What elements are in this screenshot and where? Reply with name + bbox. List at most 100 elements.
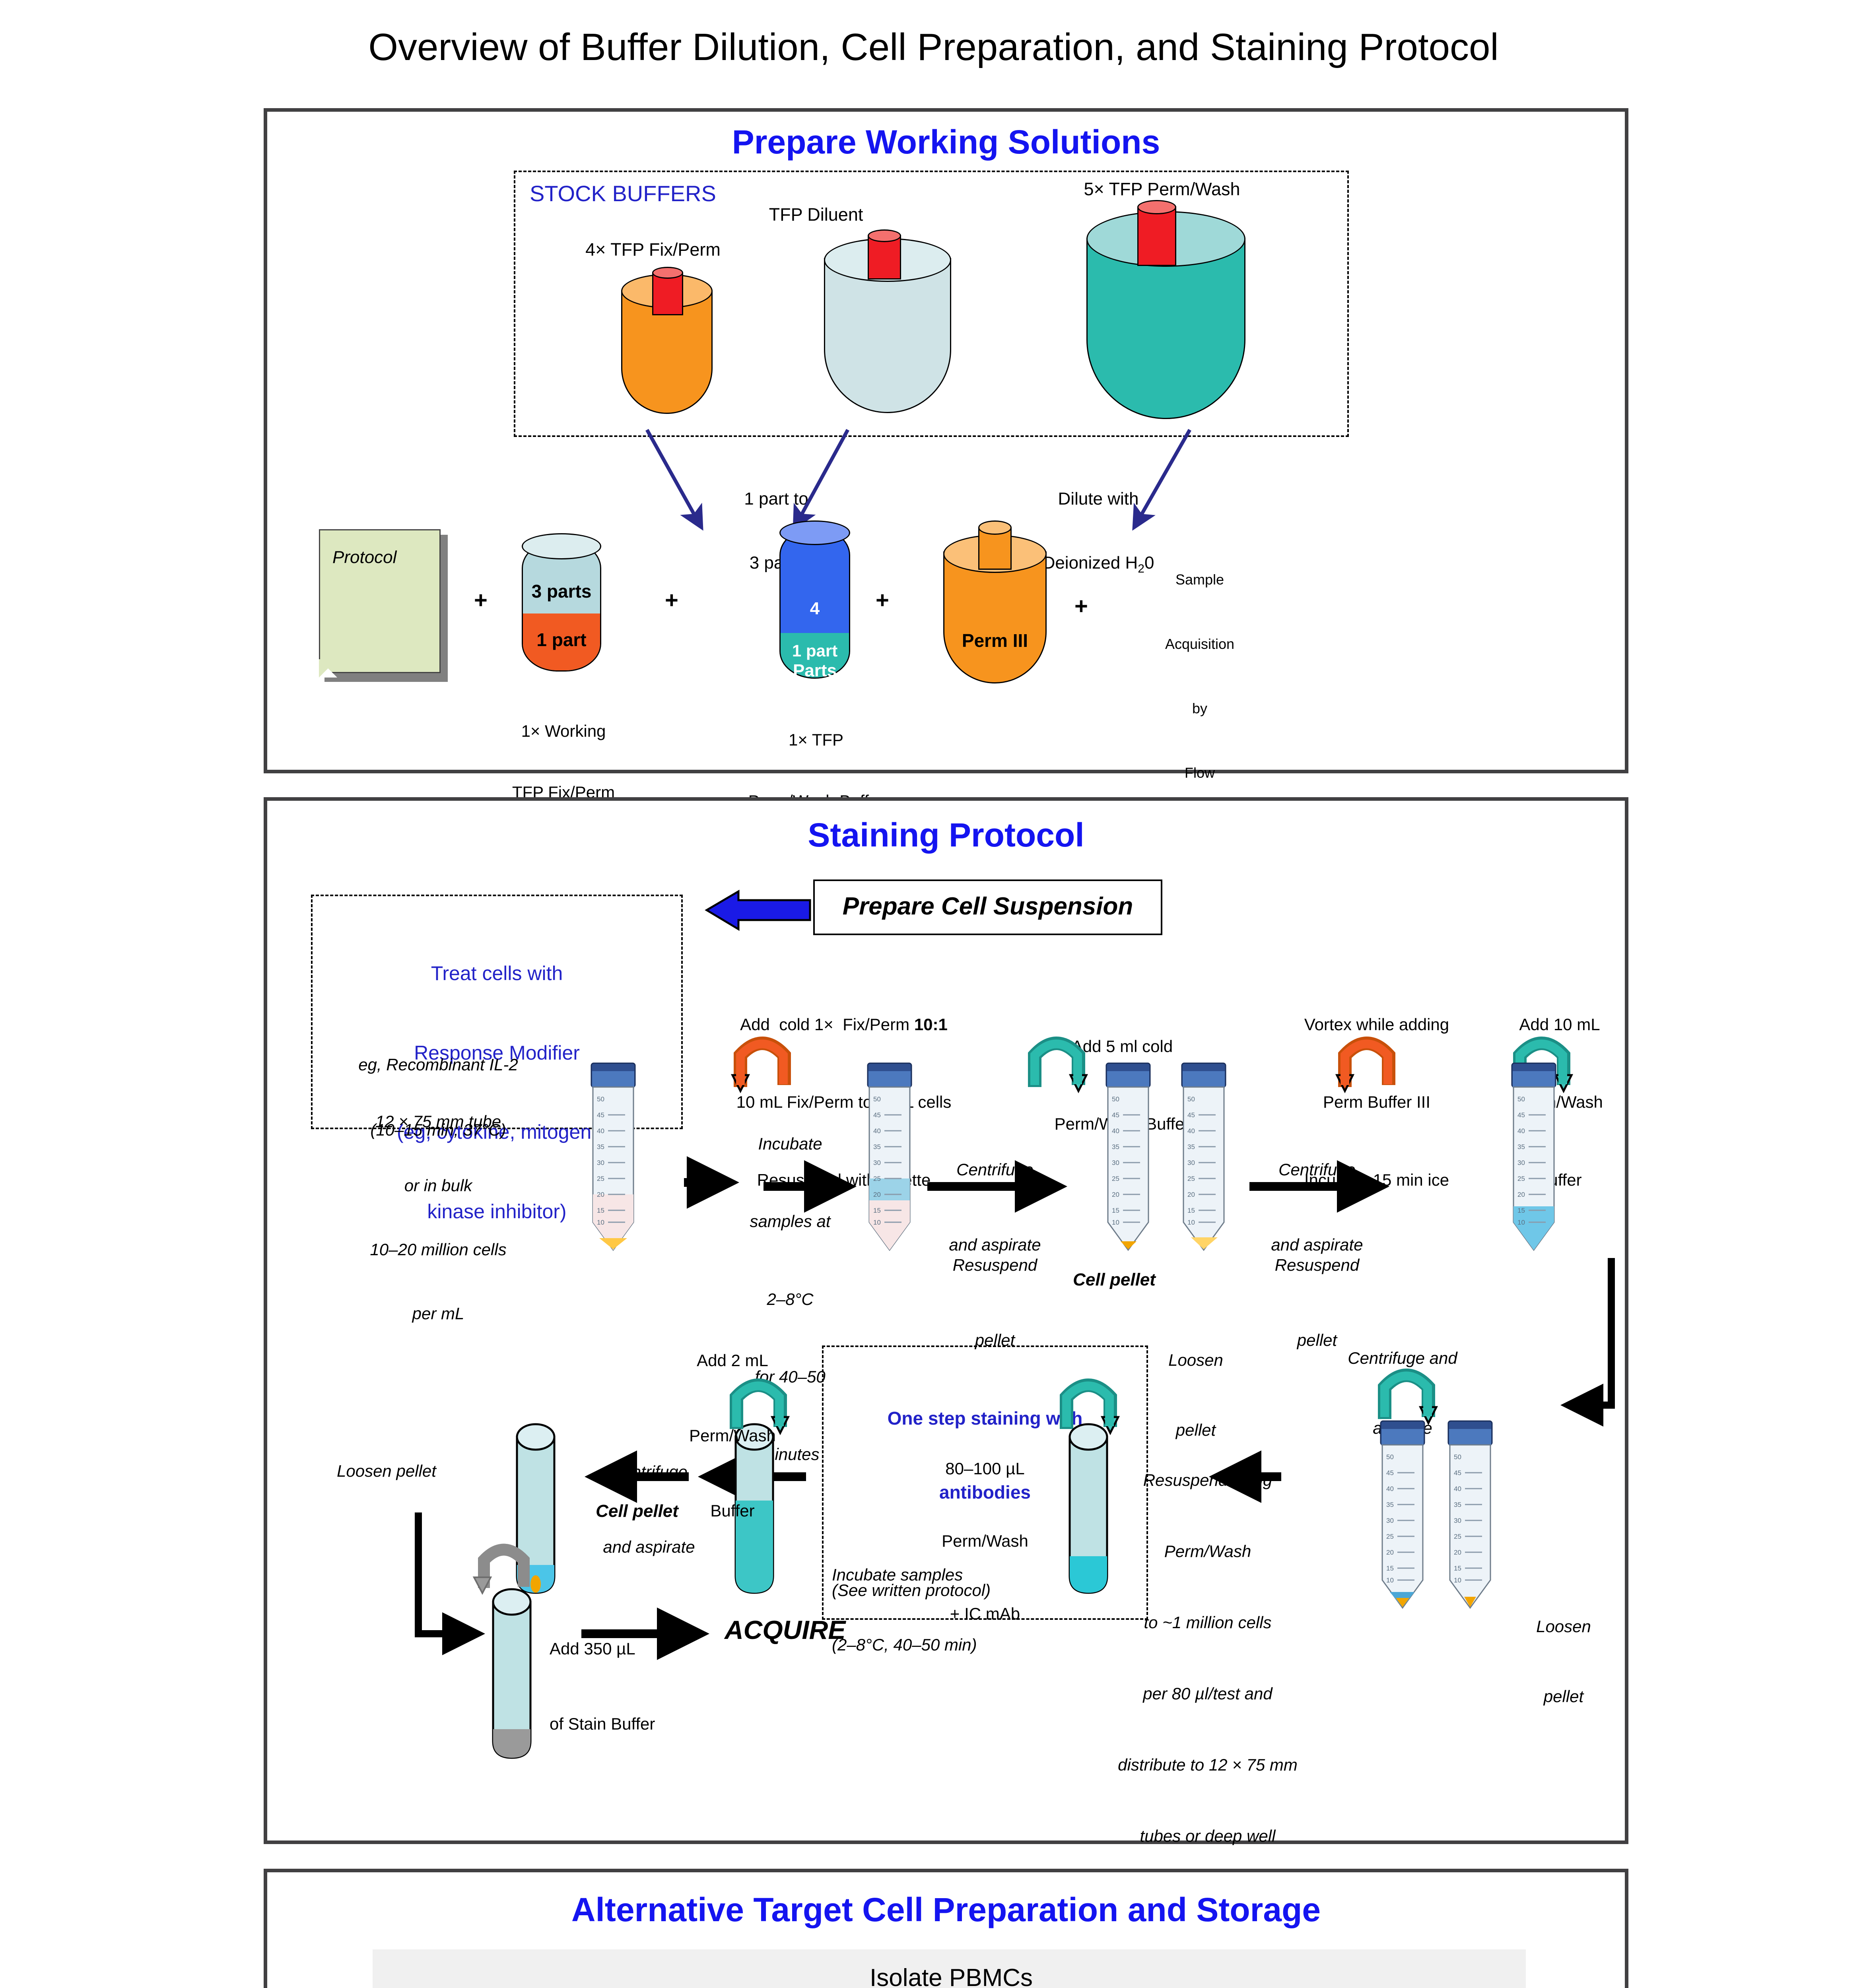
acq3: Flow: [1184, 765, 1215, 781]
os5: Incubate samples: [832, 1565, 963, 1584]
prepare-cell-suspension-label: Prepare Cell Suspension: [842, 893, 1133, 920]
panel3-title: Alternative Target Cell Preparation and …: [571, 1891, 1321, 1928]
svg-text:35: 35: [1454, 1501, 1461, 1508]
svg-text:15: 15: [873, 1207, 881, 1214]
round-tube-resuspended: [732, 1421, 776, 1598]
stock-bottle-3-label: 5× TFP Perm/Wash: [1084, 179, 1240, 199]
dilution-note-2-line2: Deionized H20: [1042, 553, 1154, 576]
svg-text:40: 40: [1454, 1485, 1461, 1493]
svg-text:45: 45: [1517, 1111, 1525, 1119]
svg-text:15: 15: [1454, 1565, 1461, 1572]
svg-text:45: 45: [1187, 1111, 1195, 1119]
svg-text:50: 50: [1112, 1095, 1119, 1103]
stock-bottle-2: [824, 229, 951, 420]
svg-text:50: 50: [1187, 1095, 1195, 1103]
centrifuge-step-row2: Centrifuge and aspirate: [581, 1409, 717, 1609]
plus-sign-2: +: [665, 587, 678, 613]
stock-bottle-3: [1086, 200, 1245, 425]
rmn5: 10–20 million cells: [370, 1240, 507, 1259]
svg-text:25: 25: [1112, 1175, 1119, 1182]
wv2c: H2O: [798, 722, 832, 745]
response-modifier-box: [311, 895, 683, 1129]
stock-bottle-1-label: 4× TFP Fix/Perm: [585, 239, 721, 260]
svg-text:30: 30: [1187, 1159, 1195, 1167]
cf1a: Centrifuge: [956, 1160, 1034, 1179]
a10a: Add 10 mL: [1519, 1015, 1600, 1034]
svg-text:30: 30: [1517, 1159, 1525, 1167]
rs2a: Resuspend: [1274, 1256, 1360, 1274]
svg-text:40: 40: [1112, 1127, 1119, 1135]
svg-text:40: 40: [873, 1127, 881, 1135]
swoosh-arrow-teal-1-icon: [1028, 1037, 1088, 1093]
svg-text:10: 10: [1517, 1219, 1525, 1226]
working-vial-permwash-lower-label: 1 part: [792, 641, 838, 660]
svg-text:45: 45: [597, 1111, 604, 1119]
svg-text:45: 45: [1112, 1111, 1119, 1119]
centrifuge-step-2: Centrifuge and aspirate: [1249, 1107, 1385, 1307]
svg-text:35: 35: [1187, 1143, 1195, 1151]
rmn2: (10–15 min; 37°C): [370, 1120, 506, 1139]
rb3: per 80 µl/test and: [1143, 1684, 1273, 1703]
rmn6: per mL: [412, 1304, 464, 1323]
os3: Perm/Wash: [942, 1532, 1028, 1551]
lp1a: Loosen: [1168, 1350, 1223, 1369]
svg-text:10: 10: [1112, 1219, 1119, 1226]
rs2b: pellet: [1297, 1331, 1337, 1349]
perm3-bottle-label: Perm III: [962, 630, 1028, 651]
wv2a: 4: [810, 598, 820, 618]
svg-text:20: 20: [597, 1191, 604, 1198]
svg-text:45: 45: [1454, 1469, 1461, 1477]
cf1b: and aspirate: [949, 1235, 1041, 1254]
ic1: Incubate: [758, 1134, 822, 1153]
svg-text:35: 35: [597, 1143, 604, 1151]
loosen-pellet-left-label: Loosen pellet: [337, 1462, 436, 1480]
stock-buffers-box: [514, 171, 1349, 437]
branch-connector-arrows: [267, 1872, 1632, 1988]
blue-block-arrow-icon: [705, 889, 811, 931]
working-vial-fixperm-upper-label: 3 parts: [531, 581, 592, 602]
working-vial-fixperm-top: [522, 533, 601, 559]
acquire-label: ACQUIRE: [725, 1615, 846, 1644]
swoosh-arrow-orange-2-icon: [1335, 1037, 1395, 1093]
rs1a: Resuspend: [952, 1256, 1037, 1274]
os4: + IC mAb: [950, 1604, 1020, 1623]
lp1b: pellet: [1175, 1420, 1216, 1439]
vx2: Perm Buffer III: [1323, 1093, 1430, 1112]
rb5: tubes or deep well: [1140, 1826, 1276, 1845]
svg-text:10: 10: [597, 1219, 604, 1226]
add-350ul-step: Add 350 µL of Stain Buffer: [550, 1586, 756, 1786]
a2b: Perm/Wash: [689, 1426, 776, 1445]
panel-staining-protocol: Staining Protocol Prepare Cell Suspensio…: [264, 797, 1628, 1987]
rmn3: 12 × 75 mm tube: [375, 1112, 501, 1131]
cell-pellet-label-2: Cell pellet: [596, 1501, 678, 1521]
os1: antibodies: [939, 1482, 1031, 1503]
cf3a: Centrifuge and: [1348, 1348, 1457, 1367]
lp2b: pellet: [1543, 1687, 1584, 1706]
ic2: samples at: [750, 1212, 831, 1231]
svg-text:50: 50: [1454, 1453, 1461, 1461]
svg-text:10: 10: [873, 1219, 881, 1226]
flow-arrows-row1: [415, 1156, 1615, 1660]
cf2b: and aspirate: [1271, 1235, 1363, 1254]
panel-alternative-prep-storage: Alternative Target Cell Preparation and …: [264, 1869, 1628, 1988]
loosen-pellet-label-2: Loosen pellet: [1504, 1568, 1623, 1755]
one-step-see-protocol: (See written protocol): [832, 1581, 991, 1600]
stock-buffers-label: STOCK BUFFERS: [530, 181, 716, 206]
svg-text:30: 30: [873, 1159, 881, 1167]
plus-sign-4: +: [1074, 593, 1088, 619]
svg-text:20: 20: [1386, 1549, 1394, 1556]
one-step-incubate: Incubate samples (2–8°C, 40–50 min): [832, 1516, 1150, 1703]
panel1-title: Prepare Working Solutions: [732, 123, 1160, 161]
svg-text:35: 35: [1517, 1143, 1525, 1151]
plus-sign-1: +: [474, 587, 488, 613]
a350b: of Stain Buffer: [550, 1714, 655, 1733]
one-step-staining-box: [822, 1345, 1148, 1620]
svg-text:15: 15: [1386, 1565, 1394, 1572]
afp1: Add cold 1× Fix/Perm 10:1: [740, 1015, 948, 1034]
swoosh-arrow-teal-2-icon: [1513, 1037, 1574, 1093]
